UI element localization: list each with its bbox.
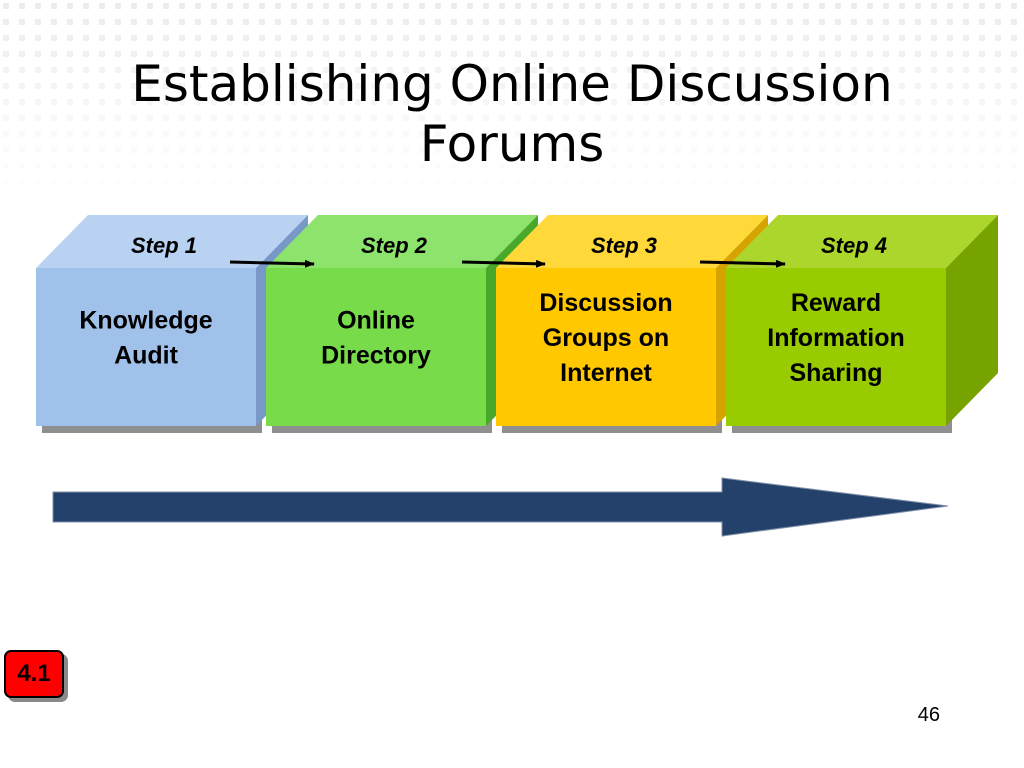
step-2-top-face — [266, 215, 538, 268]
step-1-label: Step 1 — [131, 233, 197, 258]
step-3-front-face — [496, 268, 716, 426]
step-4-label: Step 4 — [821, 233, 887, 258]
step-1-top-face — [36, 215, 308, 268]
step-4-side-face — [946, 215, 998, 426]
step-3-label: Step 3 — [591, 233, 657, 258]
step-3-text-line-2: Groups on — [543, 324, 669, 352]
dot-pattern-decoration — [0, 0, 1024, 200]
step-2-text-line-2: Directory — [321, 342, 431, 370]
step-4-front-face — [726, 268, 946, 426]
step-4-text-line-1: Reward — [791, 289, 881, 317]
step-1-text-line-1: Knowledge — [79, 307, 212, 335]
step-2-label: Step 2 — [361, 233, 428, 258]
step-2-front-face — [266, 268, 486, 426]
big-progress-arrow — [52, 477, 949, 537]
slide-title-line2: Forums — [419, 114, 605, 173]
section-badge: 4.1 — [4, 650, 64, 698]
step-2-text-line-1: Online — [337, 307, 415, 335]
connector-arrow-1 — [229, 259, 315, 268]
slide-title-line1: Establishing Online Discussion — [131, 54, 893, 113]
step-1-text-line-2: Audit — [114, 342, 179, 370]
step-3-text-line-1: Discussion — [539, 289, 672, 317]
step-4-text-line-2: Information — [767, 324, 905, 352]
page-number: 46 — [917, 704, 940, 726]
step-4-top-face — [726, 215, 998, 268]
connector-arrow-2 — [461, 259, 546, 268]
step-4-text-line-3: Sharing — [789, 359, 882, 387]
slide-title: Establishing Online Discussion Forums — [0, 54, 1024, 174]
connector-arrow-3 — [699, 259, 786, 268]
step-3-text-line-3: Internet — [560, 359, 652, 387]
step-1-front-face — [36, 268, 256, 426]
step-3-top-face — [496, 215, 768, 268]
